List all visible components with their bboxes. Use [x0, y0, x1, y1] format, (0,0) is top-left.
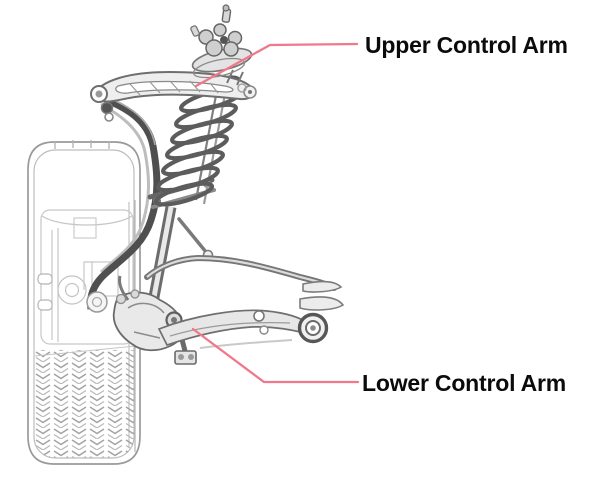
tie-rod — [144, 217, 345, 349]
arm-bushing — [297, 312, 329, 344]
lower-control-arm — [157, 309, 329, 347]
tire-tread — [34, 350, 134, 458]
tire — [27, 140, 141, 465]
upper-leader-line — [194, 42, 359, 88]
strut-top-mount — [190, 4, 253, 86]
lug-bolts — [37, 273, 53, 311]
lower-leader-line — [191, 327, 360, 384]
lower-control-arm-label: Lower Control Arm — [362, 370, 567, 396]
tire-shoulder-ticks — [54, 140, 110, 149]
mount-bolts — [198, 23, 243, 57]
wheel-rim — [37, 209, 134, 345]
rod-fork-end — [299, 280, 345, 311]
upper-control-arm — [90, 70, 257, 122]
upper-control-arm-label: Upper Control Arm — [365, 32, 568, 58]
